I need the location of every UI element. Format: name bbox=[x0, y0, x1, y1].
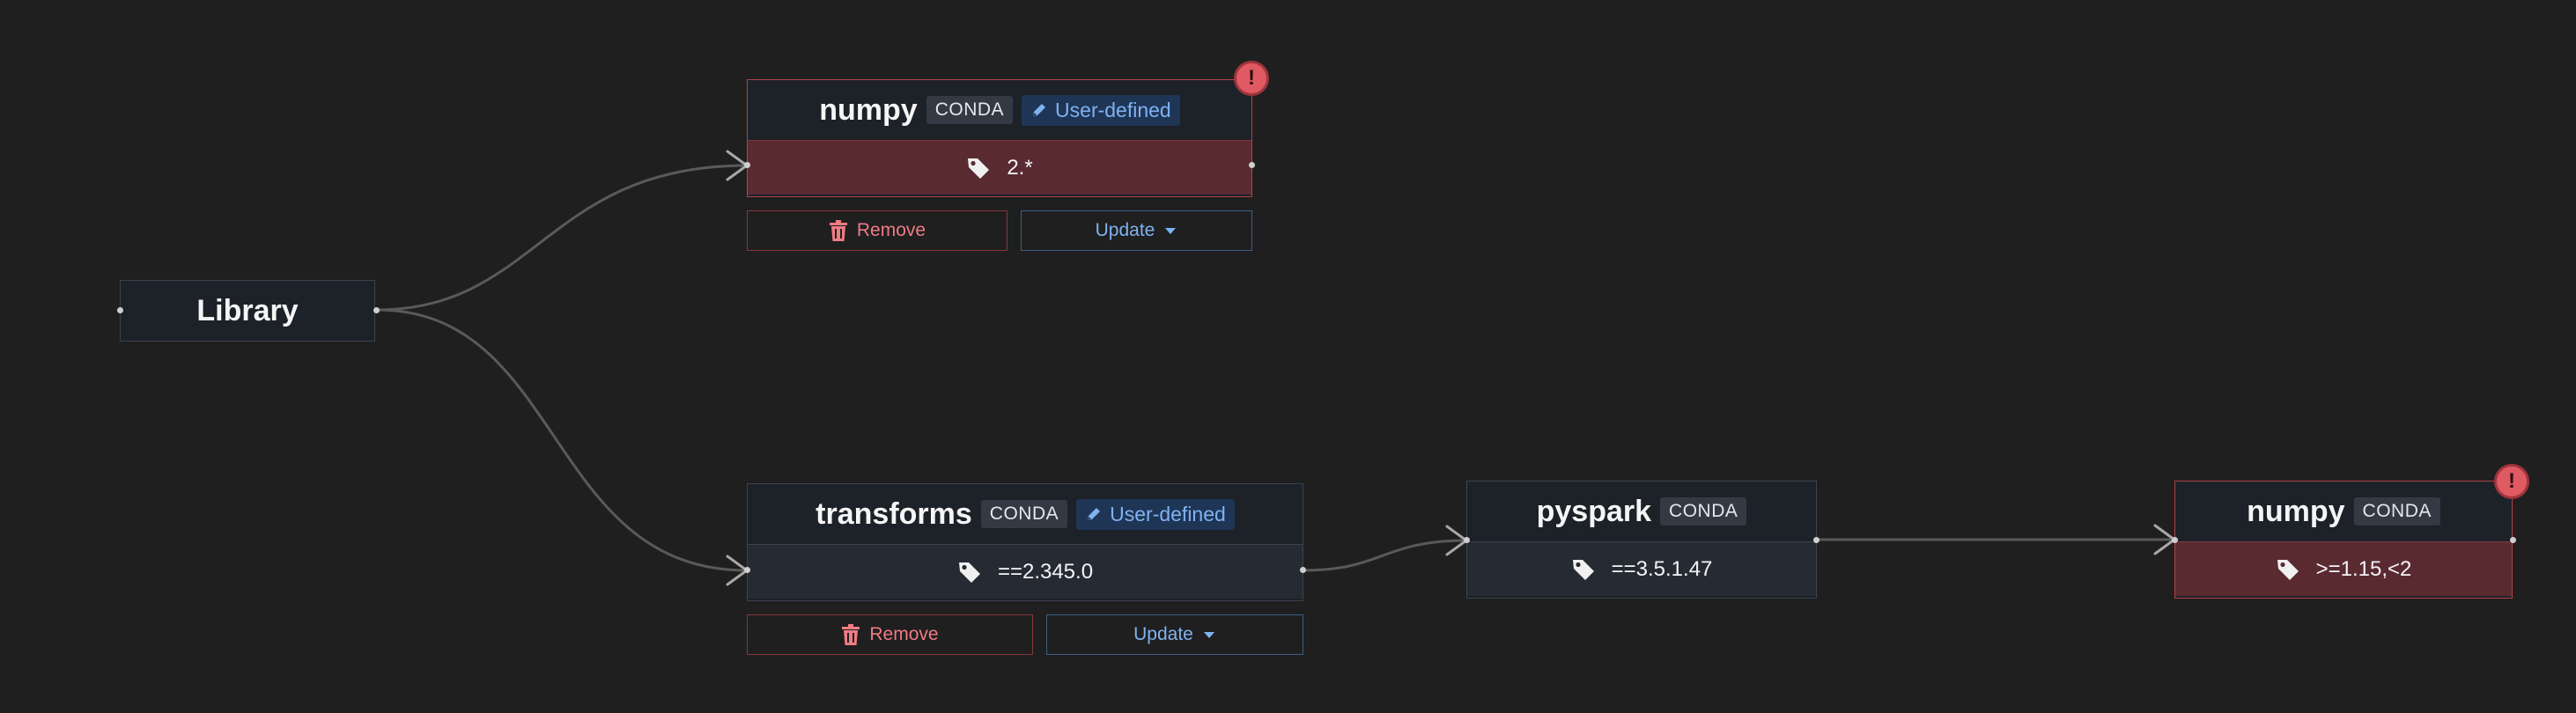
update-button[interactable]: Update bbox=[1021, 210, 1252, 251]
node-numpy-top[interactable]: numpy CONDA User-defined 2.* bbox=[747, 79, 1252, 197]
exclamation-icon: ! bbox=[2494, 464, 2529, 499]
tag-icon bbox=[968, 158, 990, 179]
caret-down-icon bbox=[1165, 228, 1177, 234]
transforms-port-left bbox=[744, 567, 750, 573]
tag-icon bbox=[958, 562, 980, 583]
library-node[interactable]: Library bbox=[120, 280, 375, 342]
tag-icon bbox=[2277, 559, 2299, 580]
numpy-top-port-right bbox=[1249, 162, 1255, 168]
version-label: ==3.5.1.47 bbox=[1611, 556, 1713, 581]
library-label: Library bbox=[196, 293, 299, 327]
node-transforms-header: transforms CONDA User-defined bbox=[748, 484, 1303, 544]
manager-badge: CONDA bbox=[1660, 497, 1747, 526]
transforms-port-right[interactable] bbox=[1300, 567, 1306, 573]
numpy-dep-port-left bbox=[2172, 537, 2178, 543]
node-pyspark[interactable]: pyspark CONDA ==3.5.1.47 bbox=[1466, 481, 1817, 599]
update-label: Update bbox=[1133, 624, 1193, 644]
remove-label: Remove bbox=[856, 220, 926, 240]
node-name: pyspark bbox=[1536, 494, 1652, 528]
node-pyspark-header: pyspark CONDA bbox=[1467, 481, 1816, 541]
remove-button[interactable]: Remove bbox=[747, 210, 1008, 251]
tag-icon bbox=[1572, 559, 1594, 580]
node-numpy-dep-version: >=1.15,<2 bbox=[2175, 541, 2512, 596]
pyspark-port-left bbox=[1464, 537, 1470, 543]
trash-icon bbox=[842, 624, 860, 645]
node-pyspark-version: ==3.5.1.47 bbox=[1467, 541, 1816, 596]
manager-badge: CONDA bbox=[926, 96, 1014, 124]
user-defined-badge: User-defined bbox=[1076, 498, 1235, 530]
node-transforms-version: ==2.345.0 bbox=[748, 544, 1303, 599]
trash-icon bbox=[829, 220, 847, 241]
user-defined-badge: User-defined bbox=[1022, 94, 1180, 126]
edge-transforms-pyspark bbox=[1303, 539, 1467, 572]
version-label: >=1.15,<2 bbox=[2315, 556, 2412, 581]
manager-badge: CONDA bbox=[2353, 497, 2440, 526]
node-numpy-dep[interactable]: numpy CONDA >=1.15,<2 bbox=[2174, 481, 2513, 599]
remove-label: Remove bbox=[869, 624, 939, 644]
node-numpy-dep-header: numpy CONDA bbox=[2175, 481, 2512, 541]
user-defined-label: User-defined bbox=[1055, 98, 1171, 121]
numpy-dep-port-right bbox=[2510, 537, 2516, 543]
node-numpy-top-header: numpy CONDA User-defined bbox=[748, 80, 1251, 140]
exclamation-icon: ! bbox=[1234, 61, 1269, 96]
version-label: ==2.345.0 bbox=[997, 559, 1094, 584]
pencil-icon bbox=[1088, 508, 1101, 520]
edge-library-numpy bbox=[376, 164, 748, 312]
node-name: numpy bbox=[819, 92, 918, 127]
version-label: 2.* bbox=[1007, 155, 1033, 180]
edge-library-transforms bbox=[376, 308, 748, 572]
node-numpy-top-version: 2.* bbox=[748, 140, 1251, 195]
node-transforms[interactable]: transforms CONDA User-defined ==2.345.0 bbox=[747, 483, 1303, 601]
user-defined-label: User-defined bbox=[1110, 502, 1226, 526]
node-name: numpy bbox=[2247, 494, 2345, 528]
library-port-left bbox=[117, 307, 123, 313]
pencil-icon bbox=[1033, 104, 1046, 116]
update-label: Update bbox=[1095, 220, 1155, 240]
update-button[interactable]: Update bbox=[1046, 614, 1303, 655]
pyspark-port-right[interactable] bbox=[1813, 537, 1819, 543]
manager-badge: CONDA bbox=[980, 500, 1068, 528]
remove-button[interactable]: Remove bbox=[747, 614, 1033, 655]
library-port-right[interactable] bbox=[373, 307, 380, 313]
node-name: transforms bbox=[816, 496, 972, 531]
numpy-top-port-left bbox=[744, 162, 750, 168]
caret-down-icon bbox=[1203, 632, 1214, 638]
